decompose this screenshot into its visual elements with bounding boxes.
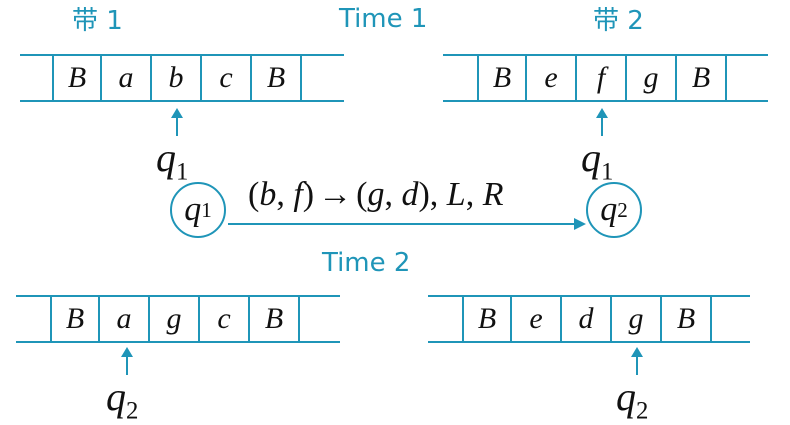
tape-cell: b: [152, 56, 202, 100]
head-arrow-icon: [631, 347, 643, 375]
head-arrow-icon: [121, 347, 133, 375]
tape-cell: d: [562, 297, 612, 341]
tape-cell: g: [150, 297, 200, 341]
tape-cell: B: [252, 56, 302, 100]
head-state: q2: [106, 374, 139, 425]
tape-cell: B: [250, 297, 300, 341]
transition-arrow: [228, 218, 586, 230]
tape-cell: [300, 297, 350, 341]
tape-cell: g: [627, 56, 677, 100]
tape-cell: g: [612, 297, 662, 341]
transition-rule: (b, f)→(g, d), L, R: [248, 176, 504, 213]
tape-2-label: 带 2: [593, 6, 644, 36]
time2-tape1: B a g c B: [16, 295, 340, 343]
tape-cell: B: [50, 297, 100, 341]
tape-cell: B: [477, 56, 527, 100]
tape-cell: [727, 56, 777, 100]
tape-cell: [302, 56, 352, 100]
time-2-label: Time 2: [322, 248, 411, 278]
tape-cell: a: [102, 56, 152, 100]
tape-cell: e: [527, 56, 577, 100]
tape-cell: f: [577, 56, 627, 100]
head-arrow-icon: [596, 108, 608, 136]
tape-cell: [712, 297, 762, 341]
tape-cell: B: [677, 56, 727, 100]
tape-cell: B: [52, 56, 102, 100]
head-arrow-icon: [171, 108, 183, 136]
head-state: q1: [581, 135, 614, 186]
time1-tape1: B a b c B: [20, 54, 344, 102]
tape-cell: c: [200, 297, 250, 341]
time1-tape2: B e f g B: [443, 54, 768, 102]
tape-cell: c: [202, 56, 252, 100]
head-state: q1: [156, 135, 189, 186]
head-state: q2: [616, 374, 649, 425]
time2-tape2: B e d g B: [428, 295, 750, 343]
tape-1-label: 带 1: [72, 6, 123, 36]
time-1-label: Time 1: [339, 4, 428, 34]
tape-cell: a: [100, 297, 150, 341]
tape-cell: B: [462, 297, 512, 341]
tape-cell: B: [662, 297, 712, 341]
tape-cell: e: [512, 297, 562, 341]
